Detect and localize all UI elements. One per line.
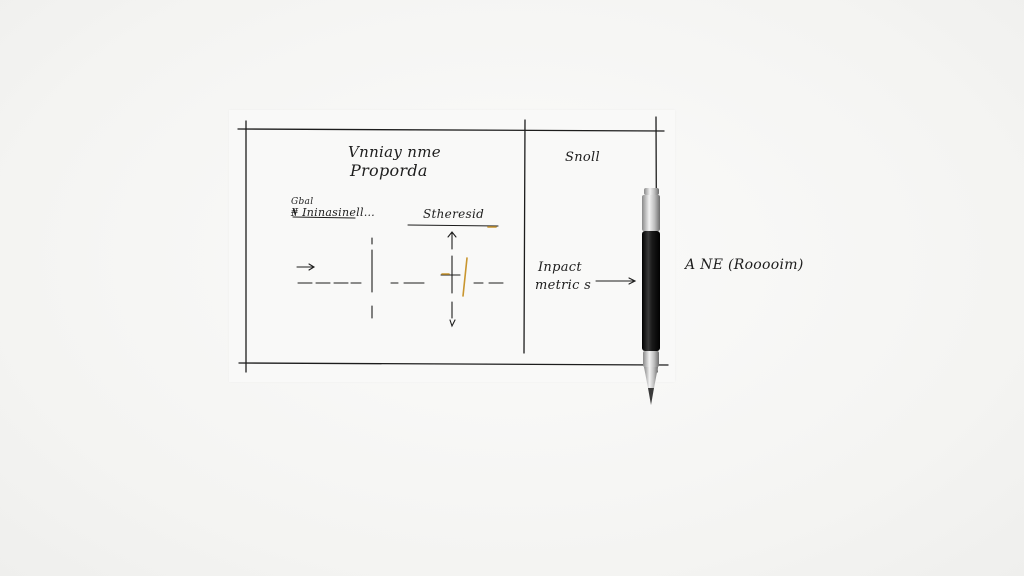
top-border-line xyxy=(237,128,665,132)
outside-annotation: A NE (Rooooim) xyxy=(685,257,804,273)
middle-axes xyxy=(407,224,504,328)
up-arrow xyxy=(447,231,457,250)
impact-label-line-2: metric s xyxy=(535,278,592,293)
impact-label-line-1: Inpact xyxy=(538,260,582,275)
highlight-slash xyxy=(462,257,468,297)
down-arrow xyxy=(449,319,456,328)
pen xyxy=(642,188,660,405)
left-arrow xyxy=(296,263,316,271)
sketch-title-line-1: Vnniay nme xyxy=(348,143,441,161)
left-label-line-1: Gbal xyxy=(291,197,314,207)
frame-lines xyxy=(237,116,669,373)
pen-grip-ring xyxy=(643,351,659,367)
highlight-marks xyxy=(441,226,497,297)
left-label-line-2: ₦ Ininasinell… xyxy=(291,206,376,219)
pen-barrel xyxy=(642,231,660,351)
pen-tip xyxy=(648,388,654,405)
middle-label: Stheresid xyxy=(423,207,485,221)
left-label-underline xyxy=(292,216,356,219)
arrow-right xyxy=(595,277,637,285)
pen-top-cap xyxy=(644,188,659,195)
bottom-border-line xyxy=(238,362,669,366)
pen-cone xyxy=(644,367,658,388)
impact-arrow xyxy=(595,277,637,285)
column-divider-line xyxy=(523,119,526,354)
right-column-header: Snoll xyxy=(565,150,600,165)
middle-label-underline xyxy=(407,224,499,227)
pen-clip xyxy=(642,195,660,231)
left-section-marks xyxy=(292,216,425,319)
sketch-title-line-2: Proporda xyxy=(350,161,428,180)
